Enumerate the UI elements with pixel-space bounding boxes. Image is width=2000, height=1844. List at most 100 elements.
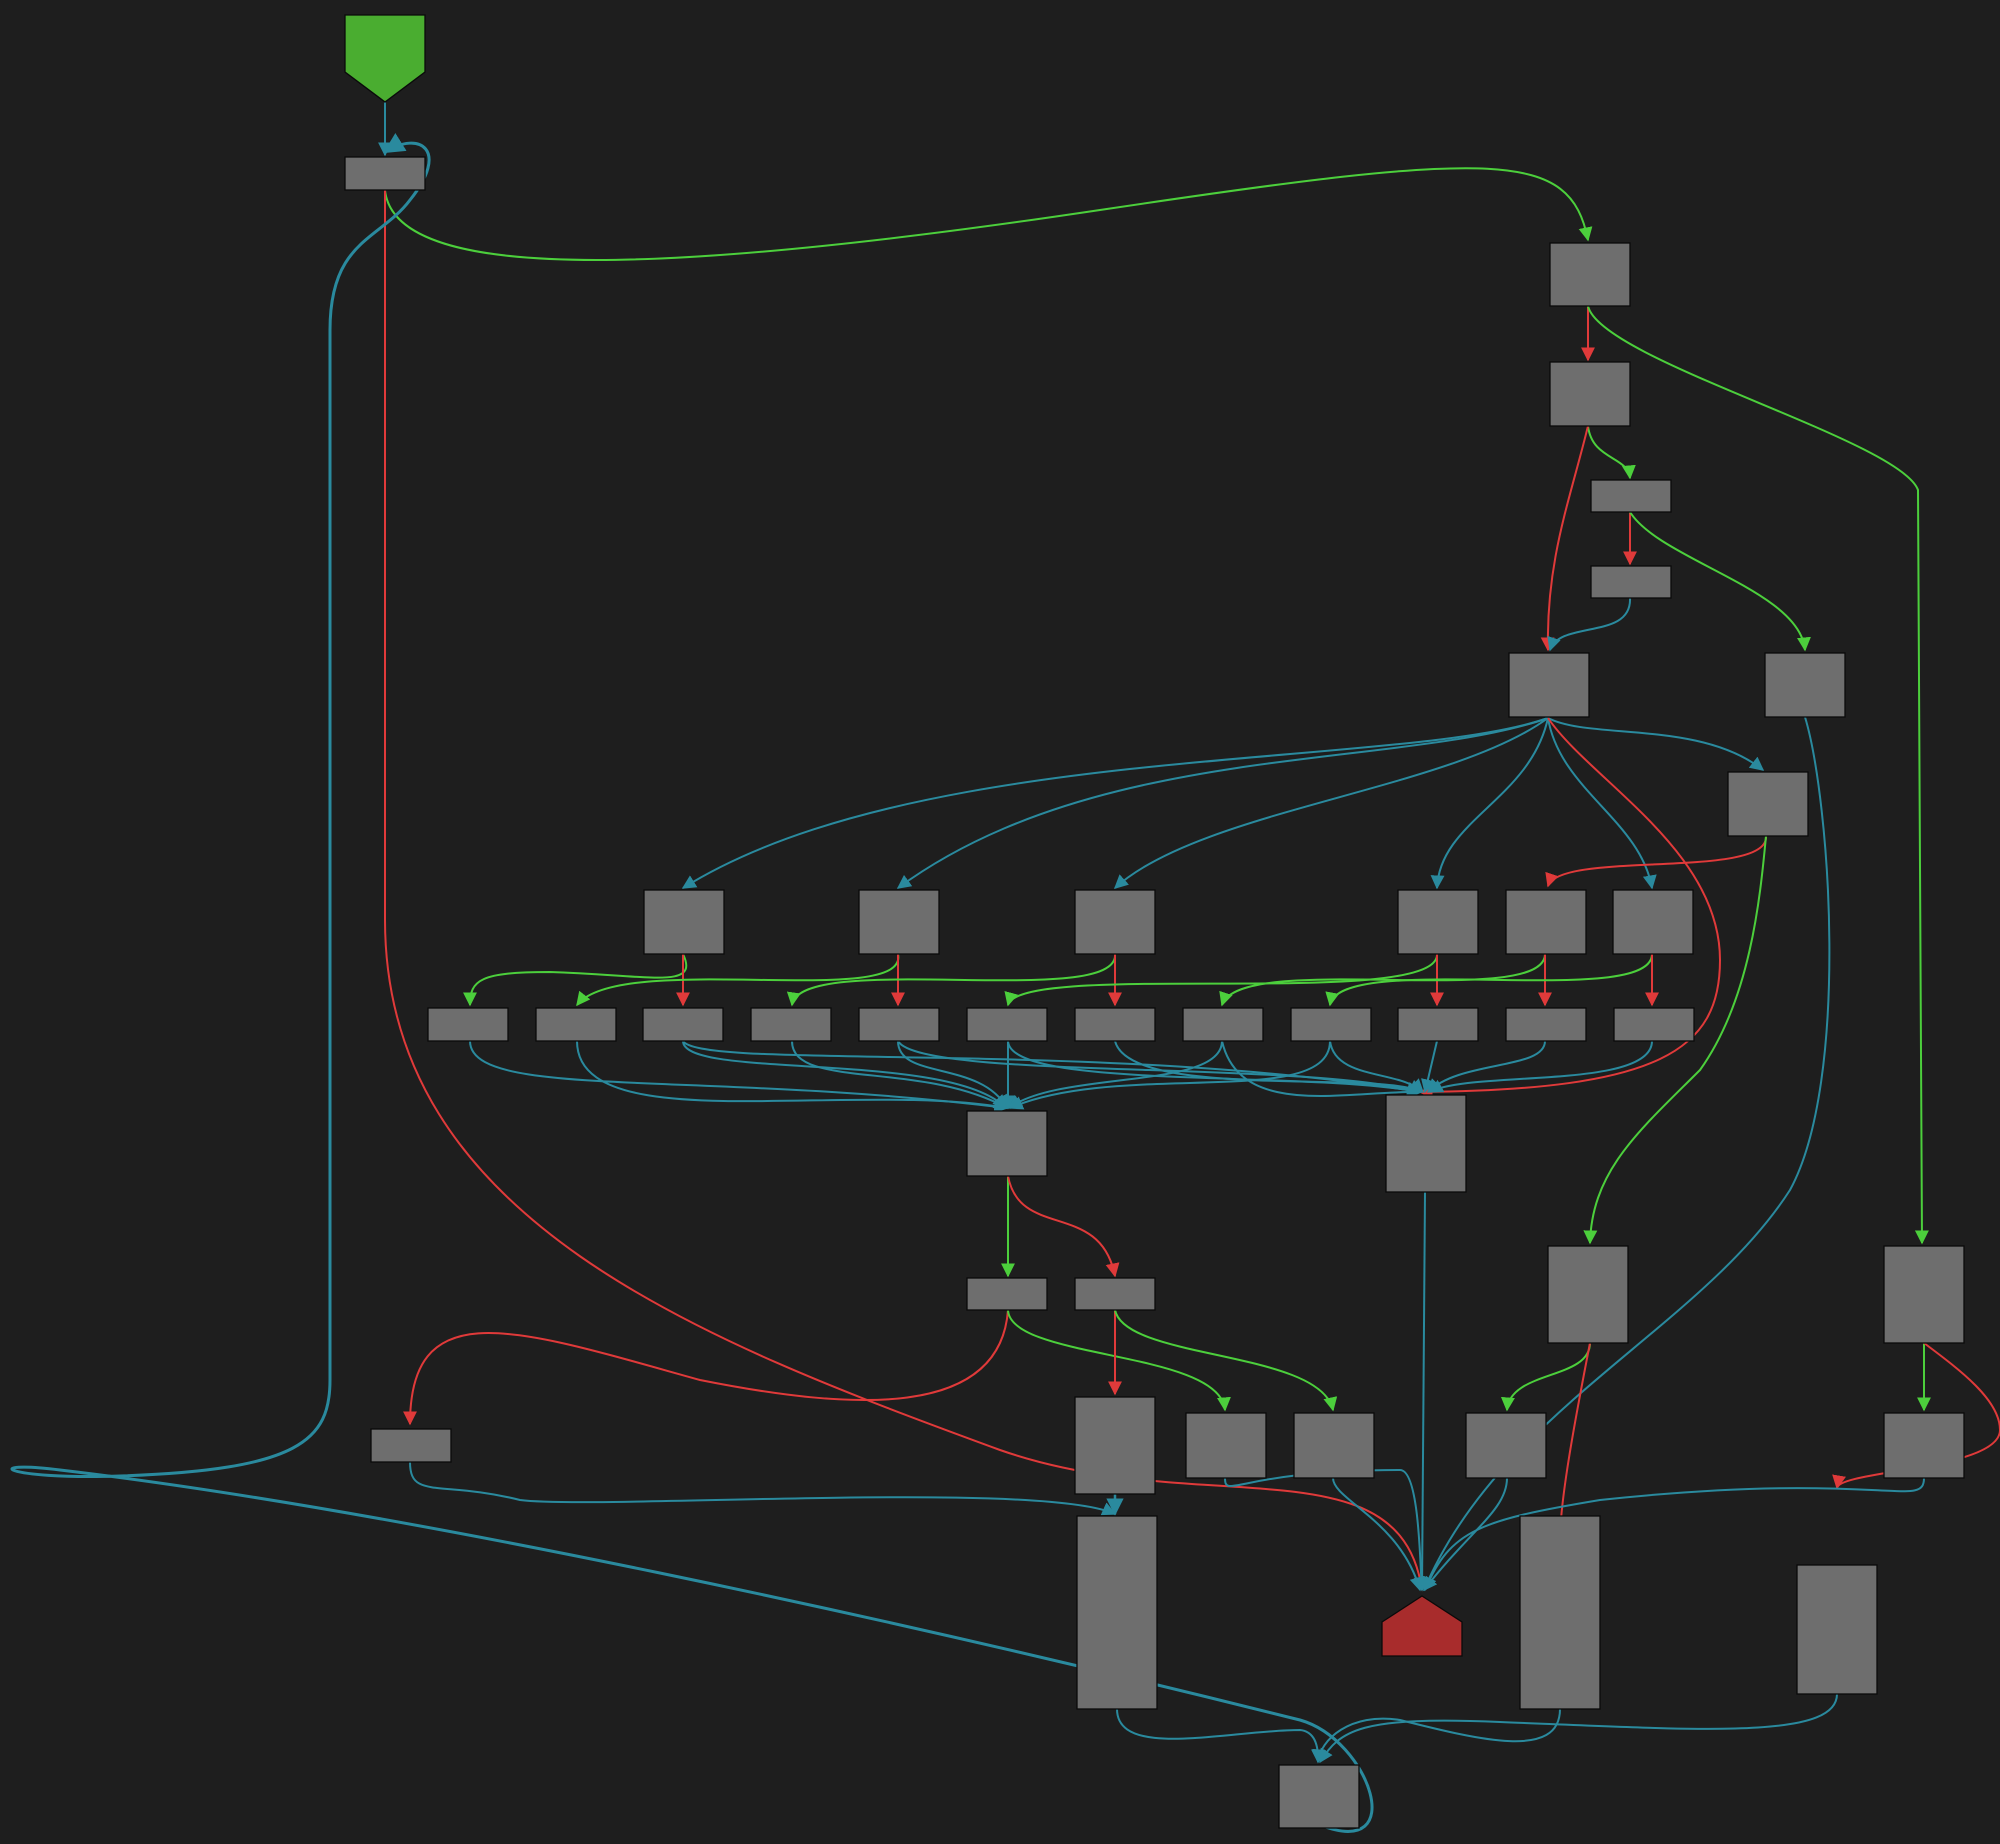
- edge-n16-to-n18: [403, 1309, 1009, 1426]
- edge-n5-to-n6: [1547, 597, 1632, 652]
- basic-block-r4a[interactable]: [427, 1007, 509, 1042]
- edge-r4e-to-n34: [897, 1040, 1422, 1096]
- edge-r4l-to-n34: [1428, 1040, 1653, 1093]
- edge-r4c-to-n15: [682, 1040, 1007, 1110]
- basic-block-r4e[interactable]: [858, 1007, 940, 1042]
- basic-block-r4k[interactable]: [1505, 1007, 1587, 1042]
- edge-n9-to-r4a: [463, 953, 688, 1007]
- edge-r4f-to-n34: [1007, 1040, 1422, 1097]
- edge-n6-to-n11: [1113, 717, 1549, 889]
- nodes-layer: [344, 14, 1965, 1829]
- basic-block-r4j[interactable]: [1397, 1007, 1479, 1042]
- basic-block-n14[interactable]: [1612, 889, 1694, 955]
- basic-block-r4b[interactable]: [535, 1007, 617, 1042]
- edge-r4i-to-n15: [1008, 1040, 1331, 1110]
- edge-n19-to-exit: [1224, 1468, 1428, 1592]
- edge-n20-to-n26: [1832, 1342, 2000, 1490]
- edge-n6-to-n14: [1547, 717, 1657, 890]
- basic-block-r4d[interactable]: [750, 1007, 832, 1042]
- basic-block-n23[interactable]: [1465, 1412, 1547, 1479]
- basic-block-n7[interactable]: [1764, 652, 1846, 718]
- edge-n1-to-n2: [384, 167, 1593, 261]
- basic-block-r4h[interactable]: [1182, 1007, 1264, 1042]
- basic-block-n5[interactable]: [1590, 565, 1672, 599]
- edges-layer: [10, 102, 2000, 1833]
- edge-r4c-to-n34: [682, 1040, 1422, 1097]
- edge-n14-to-r4i: [1325, 953, 1653, 1007]
- edge-n6-to-n12: [1430, 717, 1549, 890]
- edge-n3-to-n4: [1587, 425, 1636, 480]
- basic-block-r4i[interactable]: [1290, 1007, 1372, 1042]
- edge-n26-to-n29: [1319, 1693, 1838, 1764]
- edge-n10-to-r4b: [576, 953, 900, 1007]
- edge-n6-to-n9: [681, 717, 1549, 889]
- edge-n23-to-exit: [1423, 1477, 1508, 1592]
- basic-block-n19[interactable]: [1185, 1412, 1267, 1479]
- basic-block-n17[interactable]: [1074, 1277, 1156, 1311]
- edge-n18-to-n27: [409, 1461, 1117, 1516]
- edge-r4j-to-n34: [1421, 1040, 1438, 1094]
- edge-r4i-to-n34b: [1329, 1040, 1425, 1093]
- edge-n8-to-n13: [1545, 835, 1768, 888]
- basic-block-n18[interactable]: [370, 1428, 452, 1463]
- edge-n1-to-exit: [384, 190, 1428, 1592]
- basic-block-n22[interactable]: [1293, 1412, 1375, 1479]
- edge-n6-to-n10: [896, 717, 1549, 889]
- edge-loopback-to-n1: [10, 133, 1374, 1833]
- basic-block-n26[interactable]: [1796, 1564, 1878, 1695]
- basic-block-n6[interactable]: [1508, 652, 1590, 718]
- edge-n22-to-exit: [1332, 1477, 1424, 1592]
- edge-n17-to-n22: [1114, 1309, 1338, 1412]
- edge-n8-to-n33: [1583, 835, 1767, 1245]
- edge-n12-to-r4f: [1004, 953, 1439, 1007]
- basic-block-n10[interactable]: [858, 889, 940, 955]
- edge-n15-to-n17: [1007, 1175, 1120, 1278]
- edge-r4h-to-n34b: [1221, 1040, 1423, 1099]
- edge-n33-to-n24: [1553, 1342, 1591, 1542]
- edge-r4d-to-n15: [791, 1040, 1009, 1109]
- basic-block-n9[interactable]: [643, 889, 725, 955]
- edge-r4e-to-n15: [897, 1040, 1008, 1110]
- exit-node[interactable]: [1381, 1595, 1463, 1657]
- basic-block-n8[interactable]: [1727, 771, 1809, 837]
- basic-block-r4f[interactable]: [966, 1007, 1048, 1042]
- edge-n28-to-n29: [1312, 1708, 1561, 1764]
- basic-block-r4c[interactable]: [642, 1007, 724, 1042]
- entry-node[interactable]: [344, 14, 426, 103]
- edge-r4a-to-n15: [469, 1040, 1009, 1114]
- edge-n13-to-r4h: [1219, 953, 1546, 1007]
- basic-block-n15[interactable]: [966, 1110, 1048, 1177]
- edge-n33-to-n23: [1500, 1342, 1591, 1412]
- edge-n11-to-r4d: [786, 953, 1117, 1007]
- edge-r4h-to-n15: [1007, 1040, 1223, 1109]
- basic-block-n33[interactable]: [1547, 1245, 1629, 1344]
- edge-n25-to-exit: [1423, 1477, 1925, 1592]
- basic-block-n12[interactable]: [1397, 889, 1479, 955]
- edge-n6-to-n8: [1547, 717, 1765, 771]
- basic-block-n28[interactable]: [1519, 1515, 1601, 1710]
- basic-block-n29[interactable]: [1278, 1764, 1360, 1829]
- basic-block-n1[interactable]: [344, 156, 426, 191]
- basic-block-r4g[interactable]: [1074, 1007, 1156, 1042]
- edge-n16-to-n19: [1007, 1309, 1231, 1412]
- basic-block-n20[interactable]: [1883, 1245, 1965, 1344]
- edge-n3-to-n6: [1540, 425, 1589, 652]
- edge-n34-to-exit: [1415, 1191, 1430, 1592]
- basic-block-n27[interactable]: [1076, 1515, 1158, 1710]
- basic-block-n4[interactable]: [1590, 479, 1672, 513]
- basic-block-n34[interactable]: [1385, 1094, 1467, 1193]
- edge-n27-to-n29: [1116, 1708, 1326, 1764]
- basic-block-n3[interactable]: [1549, 361, 1631, 427]
- basic-block-n11[interactable]: [1074, 889, 1156, 955]
- edge-n4-to-n7: [1629, 511, 1811, 652]
- basic-block-n16[interactable]: [966, 1277, 1048, 1311]
- basic-block-n25[interactable]: [1883, 1412, 1965, 1479]
- basic-block-n13[interactable]: [1505, 889, 1587, 955]
- basic-block-n2[interactable]: [1549, 242, 1631, 307]
- edge-n2-to-n20: [1587, 305, 1929, 1245]
- basic-block-n21[interactable]: [1074, 1396, 1156, 1495]
- edge-r4k-to-n34: [1427, 1040, 1546, 1093]
- basic-block-r4l[interactable]: [1613, 1007, 1695, 1042]
- edge-r4b-to-n15: [576, 1040, 1009, 1113]
